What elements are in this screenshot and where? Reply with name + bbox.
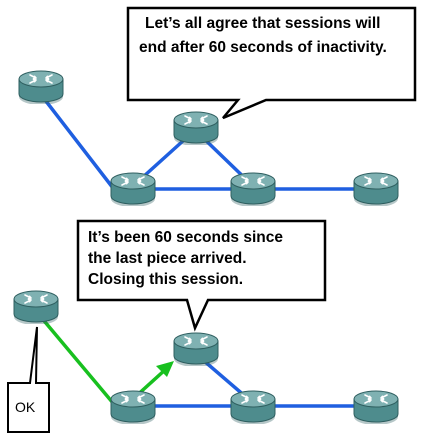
link-line [40,94,115,190]
bottom-speech-bubble: It’s been 60 seconds since the last piec… [76,219,327,332]
router-icon [110,172,156,206]
bubble-line: the last piece arrived. [88,250,247,267]
router-icon [173,111,219,145]
ok-callout: OK [7,326,50,433]
router-icon [353,172,399,206]
top-speech-bubble: Let’s all agree that sessions will end a… [126,6,417,120]
router-icon [230,390,276,424]
router-icon [230,172,276,206]
bubble-line: It’s been 60 seconds since [88,229,283,246]
bubble-line: Let’s all agree that sessions will [145,15,380,32]
bubble-line: Closing this session. [88,271,243,288]
router-icon [110,390,156,424]
router-icon [173,332,219,366]
ok-label: OK [15,399,36,415]
router-icon [13,290,59,324]
router-icon [18,70,64,104]
bottom-scene: It’s been 60 seconds since the last piec… [7,219,399,433]
bubble-line: end after 60 seconds of inactivity. [139,39,387,56]
router-icon [353,390,399,424]
top-scene: Let’s all agree that sessions will end a… [18,6,417,206]
link-line-active [38,314,115,405]
